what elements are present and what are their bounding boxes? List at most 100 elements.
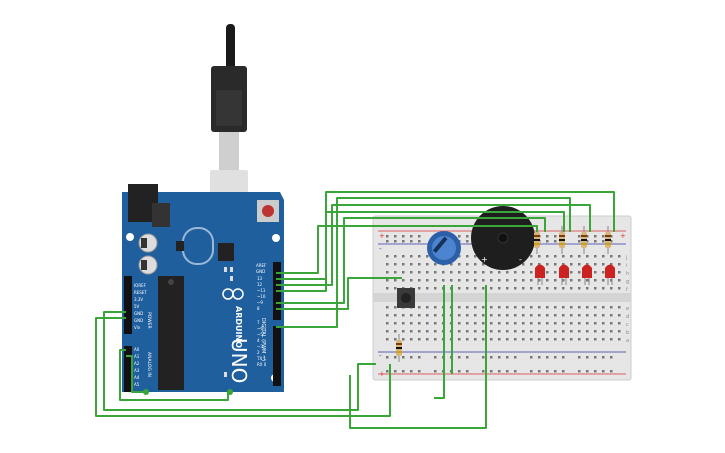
breadboard-hole (498, 279, 501, 282)
breadboard-hole (522, 287, 525, 290)
breadboard-hole (610, 279, 613, 282)
breadboard-hole (522, 279, 525, 282)
breadboard-hole (514, 306, 517, 309)
breadboard-hole (586, 263, 589, 266)
rail-hole (490, 356, 493, 359)
analog-pin-label: A0 (134, 347, 140, 352)
arduino-model-text: UNO (227, 338, 251, 383)
breadboard-hole (482, 263, 485, 266)
breadboard-hole (586, 314, 589, 317)
breadboard-hole (618, 263, 621, 266)
rail-hole (418, 240, 421, 243)
rail-hole (546, 370, 549, 373)
breadboard-hole (554, 263, 557, 266)
breadboard-hole (498, 338, 501, 341)
rail-hole (546, 240, 549, 243)
breadboard-hole (586, 287, 589, 290)
breadboard-hole (594, 330, 597, 333)
breadboard-hole (618, 271, 621, 274)
rail-hole (410, 370, 413, 373)
breadboard-hole (490, 271, 493, 274)
breadboard-hole (418, 263, 421, 266)
breadboard-hole (530, 338, 533, 341)
row-letter: e (626, 306, 629, 312)
rail-hole (610, 240, 613, 243)
breadboard-hole (578, 330, 581, 333)
rail-hole (594, 240, 597, 243)
breadboard-hole (538, 287, 541, 290)
breadboard-hole (514, 271, 517, 274)
rail-plus-label: + (379, 232, 385, 240)
breadboard-hole (402, 338, 405, 341)
breadboard-hole (594, 306, 597, 309)
power-pin-label: 5V (134, 304, 140, 309)
breadboard-hole (466, 271, 469, 274)
breadboard-hole (490, 338, 493, 341)
breadboard-hole (522, 322, 525, 325)
breadboard-hole (506, 287, 509, 290)
analog-group-label: ANALOG IN (146, 352, 152, 377)
breadboard-hole (474, 338, 477, 341)
breadboard-hole (554, 322, 557, 325)
breadboard-hole (490, 287, 493, 290)
row-letter: a (626, 338, 629, 344)
breadboard-hole (442, 271, 445, 274)
rail-hole (554, 235, 557, 238)
digital-pin-label: ~5 (257, 332, 263, 337)
breadboard-hole (586, 322, 589, 325)
breadboard-hole (554, 271, 557, 274)
breadboard-hole (394, 287, 397, 290)
breadboard-hole (546, 255, 549, 258)
breadboard-hole (498, 314, 501, 317)
breadboard-hole (514, 338, 517, 341)
rail-hole (498, 356, 501, 359)
capacitor-1 (138, 233, 158, 253)
breadboard-hole (530, 287, 533, 290)
breadboard-hole (530, 263, 533, 266)
breadboard-hole (554, 314, 557, 317)
breadboard-hole (386, 306, 389, 309)
breadboard-hole (514, 330, 517, 333)
breadboard-hole (474, 263, 477, 266)
breadboard-hole (434, 330, 437, 333)
breadboard-hole (578, 279, 581, 282)
rail-hole (410, 235, 413, 238)
rail-hole (586, 370, 589, 373)
breadboard-hole (482, 314, 485, 317)
digital-pin-label: ~11 (257, 288, 266, 293)
arduino-logo (222, 288, 244, 300)
breadboard-hole (434, 287, 437, 290)
analog-pin-label: A3 (134, 368, 140, 373)
row-letter: i (626, 263, 627, 269)
rail-hole (610, 356, 613, 359)
breadboard-hole (482, 271, 485, 274)
wire-5v (103, 311, 376, 411)
breadboard-hole (538, 314, 541, 317)
breadboard-hole (610, 330, 613, 333)
digital-pin-label: RX 0 (257, 362, 267, 367)
push-button (397, 288, 415, 308)
breadboard-hole (402, 271, 405, 274)
breadboard-hole (450, 279, 453, 282)
breadboard-hole (474, 271, 477, 274)
power-group-label: POWER (146, 312, 152, 329)
power-pin-label: GND (134, 318, 143, 323)
breadboard-hole (386, 279, 389, 282)
breadboard-hole (618, 255, 621, 258)
breadboard-hole (482, 287, 485, 290)
breadboard-hole (602, 255, 605, 258)
rail-hole (402, 240, 405, 243)
rail-plus-label-bottom: + (379, 370, 385, 378)
digital-pin-label: ~10 (257, 294, 266, 299)
breadboard-hole (578, 338, 581, 341)
breadboard-hole (402, 263, 405, 266)
breadboard-hole (602, 263, 605, 266)
rail-hole (386, 240, 389, 243)
breadboard-hole (386, 263, 389, 266)
breadboard-hole (482, 338, 485, 341)
breadboard-hole (618, 322, 621, 325)
breadboard-hole (562, 306, 565, 309)
breadboard-hole (418, 271, 421, 274)
rail-hole (594, 356, 597, 359)
rail-hole (394, 356, 397, 359)
